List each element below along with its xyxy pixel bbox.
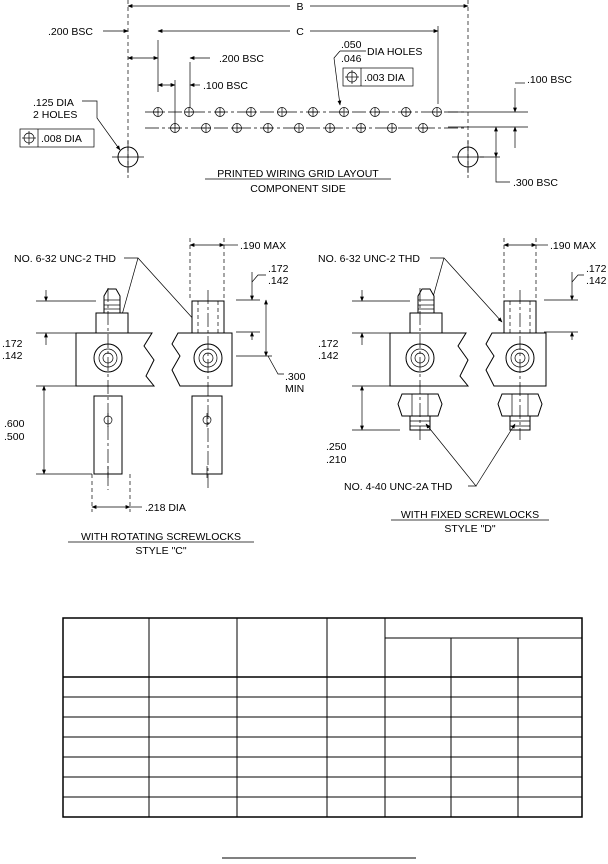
pin-hole-15 xyxy=(325,123,335,133)
style-d-thread-440: NO. 4-40 UNC-2A THD xyxy=(344,481,453,493)
style-c-dim-172a: .172 xyxy=(268,263,289,275)
grid-title: PRINTED WIRING GRID LAYOUT xyxy=(217,168,379,180)
hole-dia-min: .046 xyxy=(341,53,362,65)
dim-100-bsc-right: .100 BSC xyxy=(527,74,572,86)
style-c-title: WITH ROTATING SCREWLOCKS xyxy=(81,531,241,543)
style-c-view: NO. 6-32 UNC-2 THD .190 MAX .172 .142 .3… xyxy=(2,238,306,557)
mount-dia: .125 DIA xyxy=(33,97,74,109)
dim-100-bsc: .100 BSC xyxy=(203,80,248,92)
style-c-style: STYLE "C" xyxy=(135,545,186,557)
pin-hole-5 xyxy=(308,107,318,117)
dim-c: C xyxy=(296,26,304,38)
pin-hole-12 xyxy=(232,123,242,133)
style-c-max-190: .190 MAX xyxy=(240,240,286,252)
style-d-dim-142a: .142 xyxy=(586,275,607,287)
pin-hole-13 xyxy=(263,123,273,133)
pin-hole-18 xyxy=(418,123,428,133)
hole-dia-max: .050 xyxy=(341,39,362,51)
pin-hole-2 xyxy=(215,107,225,117)
dim-b: B xyxy=(296,1,303,13)
style-d-max-190: .190 MAX xyxy=(550,240,596,252)
pin-hole-3 xyxy=(246,107,256,117)
pin-hole-6 xyxy=(339,107,349,117)
pin-hole-11 xyxy=(201,123,211,133)
grid-layout: B C .200 BSC .200 BSC .100 BSC .050 .046… xyxy=(19,0,572,195)
pin-hole-10 xyxy=(170,123,180,133)
grid-subtitle: COMPONENT SIDE xyxy=(250,183,345,195)
pin-hole-1 xyxy=(184,107,194,117)
style-d-dim-172b: .172 xyxy=(318,338,339,350)
style-d-dim-172a: .172 xyxy=(586,263,607,275)
pin-hole-0 xyxy=(153,107,163,117)
style-d-thread-label: NO. 6-32 UNC-2 THD xyxy=(318,253,420,265)
style-c-dim-218: .218 DIA xyxy=(145,502,186,514)
pin-hole-14 xyxy=(294,123,304,133)
style-c-dim-300: .300 xyxy=(285,371,306,383)
style-c-dim-142a: .142 xyxy=(268,275,289,287)
style-c-dim-172b: .172 xyxy=(2,338,23,350)
style-d-style: STYLE "D" xyxy=(444,523,495,535)
style-d-dim-250: .250 xyxy=(326,441,347,453)
dia-holes-label: DIA HOLES xyxy=(367,46,422,58)
style-d-title: WITH FIXED SCREWLOCKS xyxy=(401,509,539,521)
pin-hole-4 xyxy=(277,107,287,117)
tol-003-dia: .003 DIA xyxy=(364,72,405,84)
style-d-view: NO. 6-32 UNC-2 THD .190 MAX .172 .142 .1… xyxy=(318,238,607,535)
pin-hole-9 xyxy=(432,107,442,117)
pin-hole-17 xyxy=(387,123,397,133)
mount-holes: 2 HOLES xyxy=(33,109,77,121)
style-c-thread-label: NO. 6-32 UNC-2 THD xyxy=(14,253,116,265)
style-c-dim-600: .600 xyxy=(4,418,25,430)
tol-008-dia: .008 DIA xyxy=(41,133,82,145)
style-c-dim-142b: .142 xyxy=(2,350,23,362)
dim-300-bsc: .300 BSC xyxy=(513,177,558,189)
style-c-dim-500: .500 xyxy=(4,431,25,443)
style-d-dim-142b: .142 xyxy=(318,350,339,362)
pin-hole-8 xyxy=(401,107,411,117)
pin-hole-7 xyxy=(370,107,380,117)
style-d-dim-210: .210 xyxy=(326,454,347,466)
style-c-dim-min: MIN xyxy=(285,383,304,395)
pin-hole-16 xyxy=(356,123,366,133)
spec-table xyxy=(62,617,583,818)
dim-200-bsc: .200 BSC xyxy=(219,53,264,65)
dim-200-bsc-left: .200 BSC xyxy=(48,26,93,38)
pin-holes xyxy=(153,107,442,133)
